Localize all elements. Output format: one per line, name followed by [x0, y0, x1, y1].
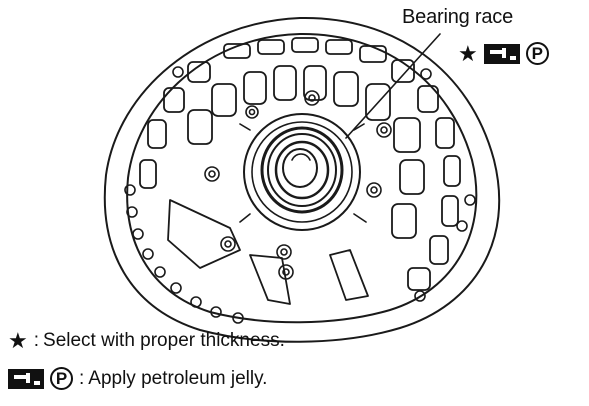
p-circle-icon: P — [50, 367, 73, 390]
bearing-race-symbols: ★ P — [458, 42, 549, 65]
legend-text: Apply petroleum jelly. — [88, 367, 268, 389]
star-icon: ★ — [8, 328, 28, 353]
bolts — [204, 90, 392, 280]
legend-separator: : — [79, 367, 85, 389]
legend-text: Select with proper thickness. — [43, 330, 285, 351]
petroleum-jelly-tool-icon — [8, 368, 44, 389]
star-icon: ★ — [458, 40, 478, 66]
legend-row-select-thickness: ★ : Select with proper thickness. — [8, 330, 285, 352]
bearing-race-leader-line — [345, 33, 441, 139]
legend-separator: : — [33, 330, 40, 351]
rim-holes — [124, 66, 476, 324]
outer-slots — [139, 37, 461, 291]
inner-flange-rim — [126, 32, 478, 324]
petroleum-jelly-tool-icon — [483, 43, 520, 64]
outer-flange — [103, 16, 501, 343]
legend-row-petroleum-jelly: P : Apply petroleum jelly. — [8, 367, 267, 390]
inner-ribs — [167, 65, 425, 305]
bearing-race-label: Bearing race — [402, 6, 513, 28]
p-circle-icon: P — [525, 42, 549, 65]
central-hub — [239, 113, 367, 231]
